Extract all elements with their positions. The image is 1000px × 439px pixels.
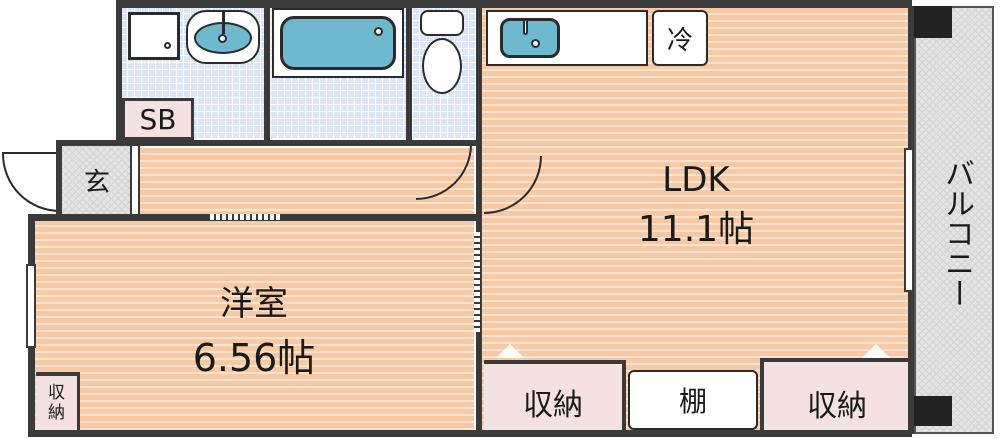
western-room-size: 6.56帖 [192,335,316,380]
shelf: 棚 [628,370,758,430]
western-room-storage: 収 納 [36,372,80,430]
fridge-label: 冷 [666,25,693,56]
sliding-door-icon [210,214,280,220]
ldk-name: LDK [662,160,730,200]
sliding-door-icon [474,232,480,332]
western-storage-label: 収 納 [48,383,65,423]
ldk-storage-left-label: 収納 [523,388,583,423]
kitchen-sink-icon [500,18,560,58]
ldk-storage-left: 収納 [484,360,626,432]
entrance: 玄 [62,146,132,214]
storage-door-marker-icon [496,344,524,358]
western-room[interactable]: 洋室 6.56帖 [34,220,474,432]
window-icon [26,264,36,348]
ldk-storage-right: 収納 [760,358,910,432]
toilet-icon [418,10,466,96]
kitchen-counter [486,10,648,66]
shoe-box-label: SB [139,102,177,136]
balcony-label: バルコニー [939,158,974,308]
ldk-storage-right-label: 収納 [807,389,867,424]
entrance-label: 玄 [83,167,110,198]
ldk-size: 11.1帖 [637,209,755,250]
western-room-name: 洋室 [220,283,288,324]
balcony[interactable]: バルコニー [914,6,994,434]
shoe-box: SB [122,98,194,140]
wash-basin-icon [186,10,260,64]
entrance-door-icon [2,154,60,212]
washing-machine-icon [128,12,180,60]
storage-door-marker-icon [862,344,890,358]
window-icon [904,148,914,292]
bathtub-icon [272,8,404,78]
shelf-label: 棚 [678,385,707,418]
refrigerator-space: 冷 [652,10,708,66]
